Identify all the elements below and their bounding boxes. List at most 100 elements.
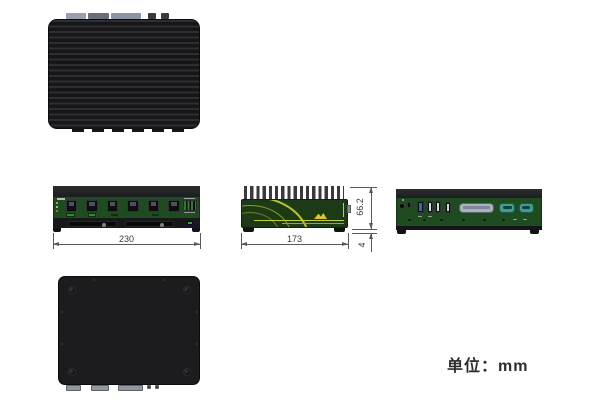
dimension-line-foot	[371, 233, 372, 252]
usb-port-2	[434, 201, 441, 213]
dimension-arrow	[194, 242, 200, 246]
vent-hole	[61, 311, 63, 313]
power-led	[402, 199, 404, 201]
rear-io-silhouette-connector	[148, 13, 156, 19]
rear-io-silhouette-connector	[66, 385, 81, 391]
dimension-arrow	[53, 242, 59, 246]
rear-io-silhouette-connector	[111, 13, 141, 19]
chassis-top-edge	[396, 189, 542, 198]
screw-hole	[68, 286, 76, 294]
silkscreen-mark	[523, 219, 527, 220]
silkscreen-mark	[428, 215, 432, 217]
extension-line	[348, 233, 349, 249]
chassis-tab	[152, 128, 164, 132]
antenna-hole	[502, 218, 505, 221]
dimension-arrow	[369, 233, 373, 239]
rj45-port-1	[65, 200, 77, 212]
vent-hole	[163, 279, 165, 281]
rear-io-silhouette-connector	[147, 385, 151, 389]
slot-knob	[160, 222, 164, 227]
dimension-line-height	[371, 187, 372, 229]
slot-knob	[102, 222, 106, 227]
dimension-line-width	[53, 244, 200, 245]
status-led	[56, 206, 58, 208]
antenna-slot-1	[68, 221, 117, 227]
brand-logo	[314, 213, 327, 219]
rj45-port-4	[127, 200, 139, 212]
screw-hole	[183, 286, 191, 294]
unit-note: 单位：mm	[447, 358, 529, 375]
antenna-hole	[483, 218, 486, 221]
extension-line	[200, 233, 201, 249]
rear-io-silhouette-connector	[88, 13, 109, 19]
heatsink-top-cover	[48, 19, 200, 129]
silkscreen-mark	[513, 219, 517, 220]
dimension-depth-label: 173	[286, 234, 303, 244]
usb3-port	[417, 201, 424, 213]
chassis-top-edge	[53, 186, 200, 197]
rear-bottom-strip	[396, 226, 542, 230]
front-plate-label	[57, 197, 65, 200]
vent-hole	[196, 311, 198, 313]
terminal-block	[183, 198, 197, 213]
power-button	[407, 202, 411, 208]
dimension-arrow	[241, 242, 247, 246]
silkscreen-mark	[418, 215, 422, 217]
antenna-hole	[408, 218, 411, 221]
front-view	[53, 186, 200, 232]
screw-hole	[183, 368, 191, 376]
extension-line	[350, 186, 377, 188]
decorative-line	[343, 203, 344, 217]
serial-port-2	[518, 203, 534, 213]
rj45-port-3	[106, 200, 118, 212]
chassis-tab	[132, 128, 144, 132]
vent-hole	[61, 343, 63, 345]
chassis-tab	[72, 128, 84, 132]
dimension-width-label: 230	[118, 234, 135, 244]
port-label-badge	[66, 213, 75, 217]
extension-line	[240, 233, 242, 249]
side-view	[241, 186, 351, 232]
antenna-hole	[462, 218, 465, 221]
chassis-tab	[172, 128, 184, 132]
antenna-hole	[440, 218, 443, 221]
chassis-foot	[334, 228, 345, 232]
silkscreen-mark	[152, 214, 159, 216]
extension-line	[352, 228, 377, 230]
side-connector-nub	[347, 205, 351, 213]
green-badge	[186, 221, 193, 225]
extension-line	[52, 233, 54, 249]
chassis-foot	[243, 228, 254, 232]
bottom-view	[58, 276, 200, 391]
side-panel	[241, 199, 348, 228]
chassis-foot	[53, 228, 61, 232]
rear-view	[396, 189, 542, 234]
rear-io-silhouette-connector	[66, 13, 86, 19]
dimension-line-depth	[241, 244, 348, 245]
dsub-connector	[459, 202, 494, 213]
antenna-slot-2	[125, 221, 174, 227]
vent-hole	[196, 343, 198, 345]
top-view	[48, 13, 200, 132]
power-jack	[399, 203, 405, 209]
serial-port-1	[499, 203, 515, 213]
decorative-line	[254, 219, 344, 221]
heatsink-fins	[244, 186, 344, 199]
rj45-port-2	[86, 200, 98, 212]
chassis-tab	[92, 128, 104, 132]
antenna-hole	[423, 218, 426, 221]
dimension-arrow	[369, 222, 373, 229]
rj45-port-6	[168, 200, 180, 212]
rear-io-silhouette-connector	[91, 385, 109, 391]
usb-port-3	[444, 201, 451, 213]
rear-io-silhouette-connector	[161, 13, 169, 19]
chassis-foot	[530, 230, 539, 234]
decorative-line	[282, 222, 344, 224]
rear-io-silhouette-connector	[155, 385, 159, 389]
usb-port-1	[426, 201, 433, 213]
status-led	[56, 202, 58, 204]
dimension-arrow	[369, 187, 373, 193]
port-label-badge	[87, 213, 96, 217]
silkscreen-mark	[111, 214, 118, 216]
